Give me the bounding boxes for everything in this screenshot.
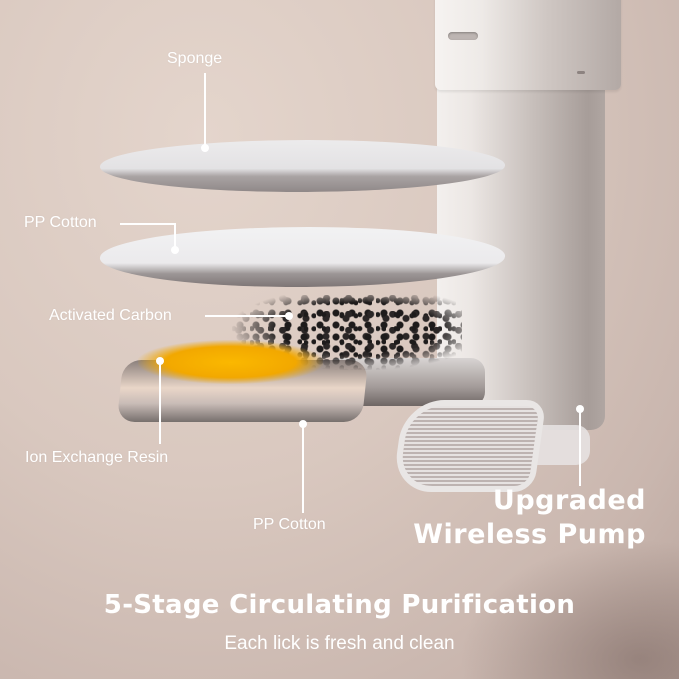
leader-line-activated-carbon <box>205 315 290 317</box>
leader-line-pp-cotton-top-v <box>174 223 176 249</box>
label-ion-exchange-resin: Ion Exchange Resin <box>25 449 169 466</box>
leader-dot-sponge <box>201 144 209 152</box>
leader-dot-pp-cotton-bottom <box>299 420 307 428</box>
ion-exchange-resin-image <box>138 340 323 384</box>
pump-callout: Upgraded Wireless Pump <box>410 484 646 552</box>
column-indicator <box>577 71 585 74</box>
headline: 5-Stage Circulating Purification <box>103 590 576 620</box>
pump-callout-line2: Wireless Pump <box>413 519 646 550</box>
leader-dot-pp-cotton-top <box>171 246 179 254</box>
pump-callout-line1: Upgraded <box>492 485 646 516</box>
pump-column-top <box>435 0 621 90</box>
floor-shadow <box>459 539 679 679</box>
label-pp-cotton-top: PP Cotton <box>24 214 97 231</box>
leader-line-pump <box>579 410 581 486</box>
label-activated-carbon: Activated Carbon <box>49 307 172 324</box>
column-slot <box>448 32 478 40</box>
leader-dot-ion-exchange-resin <box>156 357 164 365</box>
leader-dot-activated-carbon <box>285 312 293 320</box>
subheadline: Each lick is fresh and clean <box>224 633 455 654</box>
wireless-pump-image <box>391 400 547 492</box>
label-pp-cotton-bottom: PP Cotton <box>253 516 326 533</box>
leader-line-sponge <box>204 73 206 148</box>
leader-line-pp-cotton-bottom <box>302 425 304 513</box>
leader-line-pp-cotton-top-h <box>120 223 176 225</box>
leader-line-ion-exchange-resin <box>159 362 161 444</box>
label-sponge: Sponge <box>167 50 223 67</box>
leader-dot-pump <box>576 405 584 413</box>
